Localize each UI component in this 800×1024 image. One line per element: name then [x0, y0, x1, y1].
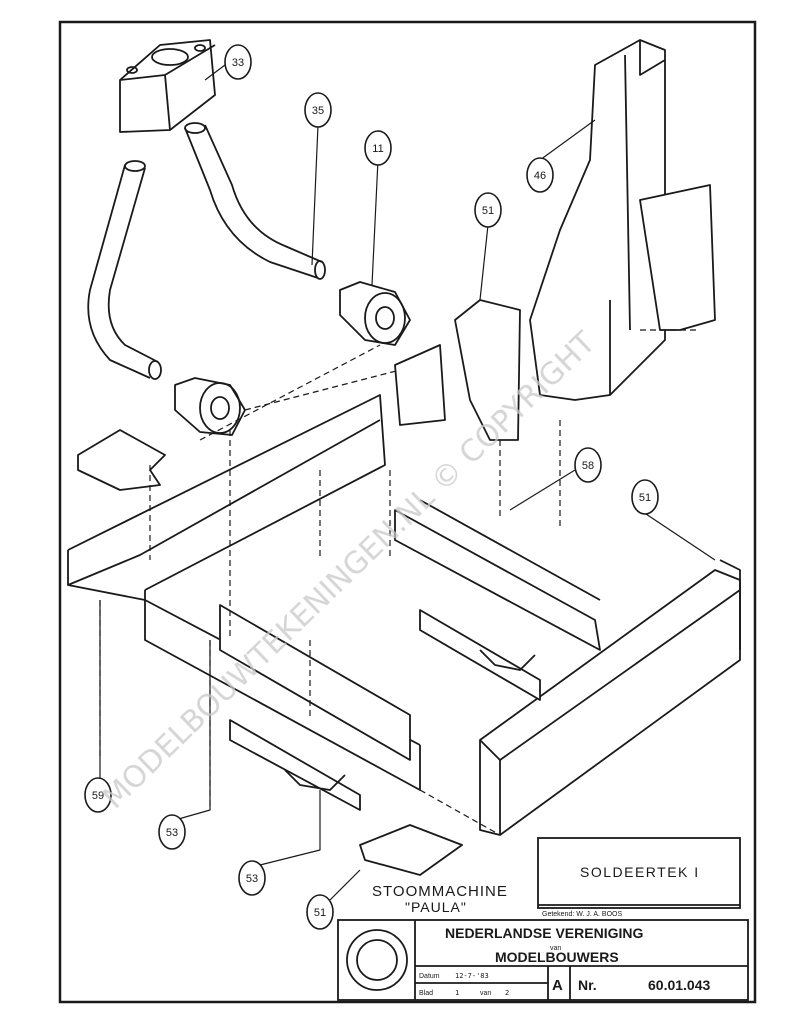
callout-balloon-11 — [306, 894, 334, 930]
callout-number-2: 35 — [312, 105, 324, 117]
callout-number-7: 51 — [639, 492, 651, 504]
foot-plate-part — [359, 824, 463, 876]
parts-drawing — [67, 39, 741, 901]
sheet-value: 1 — [455, 989, 459, 997]
callout-number-6: 58 — [582, 460, 594, 472]
callout-number-10: 53 — [246, 873, 258, 885]
callout-balloon-10 — [238, 860, 266, 896]
callout-balloon-4 — [474, 192, 502, 228]
callout-number-9: 53 — [166, 827, 178, 839]
project-name: STOOMMACHINE — [372, 883, 508, 900]
callout-number-3: 11 — [372, 143, 383, 155]
callout-number-1: 33 — [232, 57, 244, 69]
callout-number-8: 59 — [92, 790, 104, 802]
date-value: 12-7-'83 — [455, 972, 489, 980]
leader-lines — [99, 64, 716, 901]
callout-number-4: 51 — [482, 205, 494, 217]
pipe-block-part — [119, 39, 216, 133]
flange-fitting-right — [339, 281, 411, 346]
sheet-of-label: van — [480, 990, 491, 997]
callout-balloon-7 — [631, 479, 659, 515]
drawing-frame — [58, 20, 757, 1004]
date-label: Datum — [419, 973, 440, 980]
gusset-plate-part — [77, 429, 166, 491]
sheet-label: Blad — [419, 990, 433, 997]
inner-channel-left — [219, 604, 411, 811]
callout-balloon-8 — [84, 777, 112, 813]
drawing-number: 60.01.043 — [648, 977, 710, 993]
callout-balloon-5 — [526, 157, 554, 193]
callout-number-5: 46 — [534, 170, 546, 182]
small-bracket-part — [394, 344, 446, 426]
number-prefix: Nr. — [578, 977, 597, 993]
org-line-1: NEDERLANDSE VERENIGING — [445, 925, 643, 941]
callout-balloon-2 — [304, 92, 332, 128]
callout-balloons — [84, 44, 659, 930]
flange-fitting-left — [174, 377, 246, 436]
org-line-2: van — [550, 945, 561, 952]
sheet-letter: A — [552, 977, 563, 994]
sheet-total: 2 — [505, 989, 509, 997]
org-line-3: MODELBOUWERS — [495, 949, 619, 965]
upright-bracket-part — [529, 39, 666, 401]
inner-channel-right — [394, 499, 601, 701]
title-block — [337, 837, 749, 1001]
left-pipe-part — [87, 160, 162, 380]
callout-numbers: 33 35 11 51 46 58 51 59 53 53 51 — [92, 57, 651, 919]
drawing-title: SOLDEERTEK I — [580, 864, 700, 880]
callout-number-11: 51 — [314, 907, 326, 919]
callout-balloon-1 — [224, 44, 252, 80]
project-subtitle: "PAULA" — [405, 899, 467, 915]
drawn-by: Getekend: W. J. A. BOOS — [542, 911, 622, 918]
callout-balloon-9 — [158, 814, 186, 850]
right-pipe-part — [184, 122, 326, 280]
callout-balloon-6 — [574, 447, 602, 483]
main-channel-frame — [67, 394, 741, 836]
callout-balloon-3 — [364, 130, 392, 166]
